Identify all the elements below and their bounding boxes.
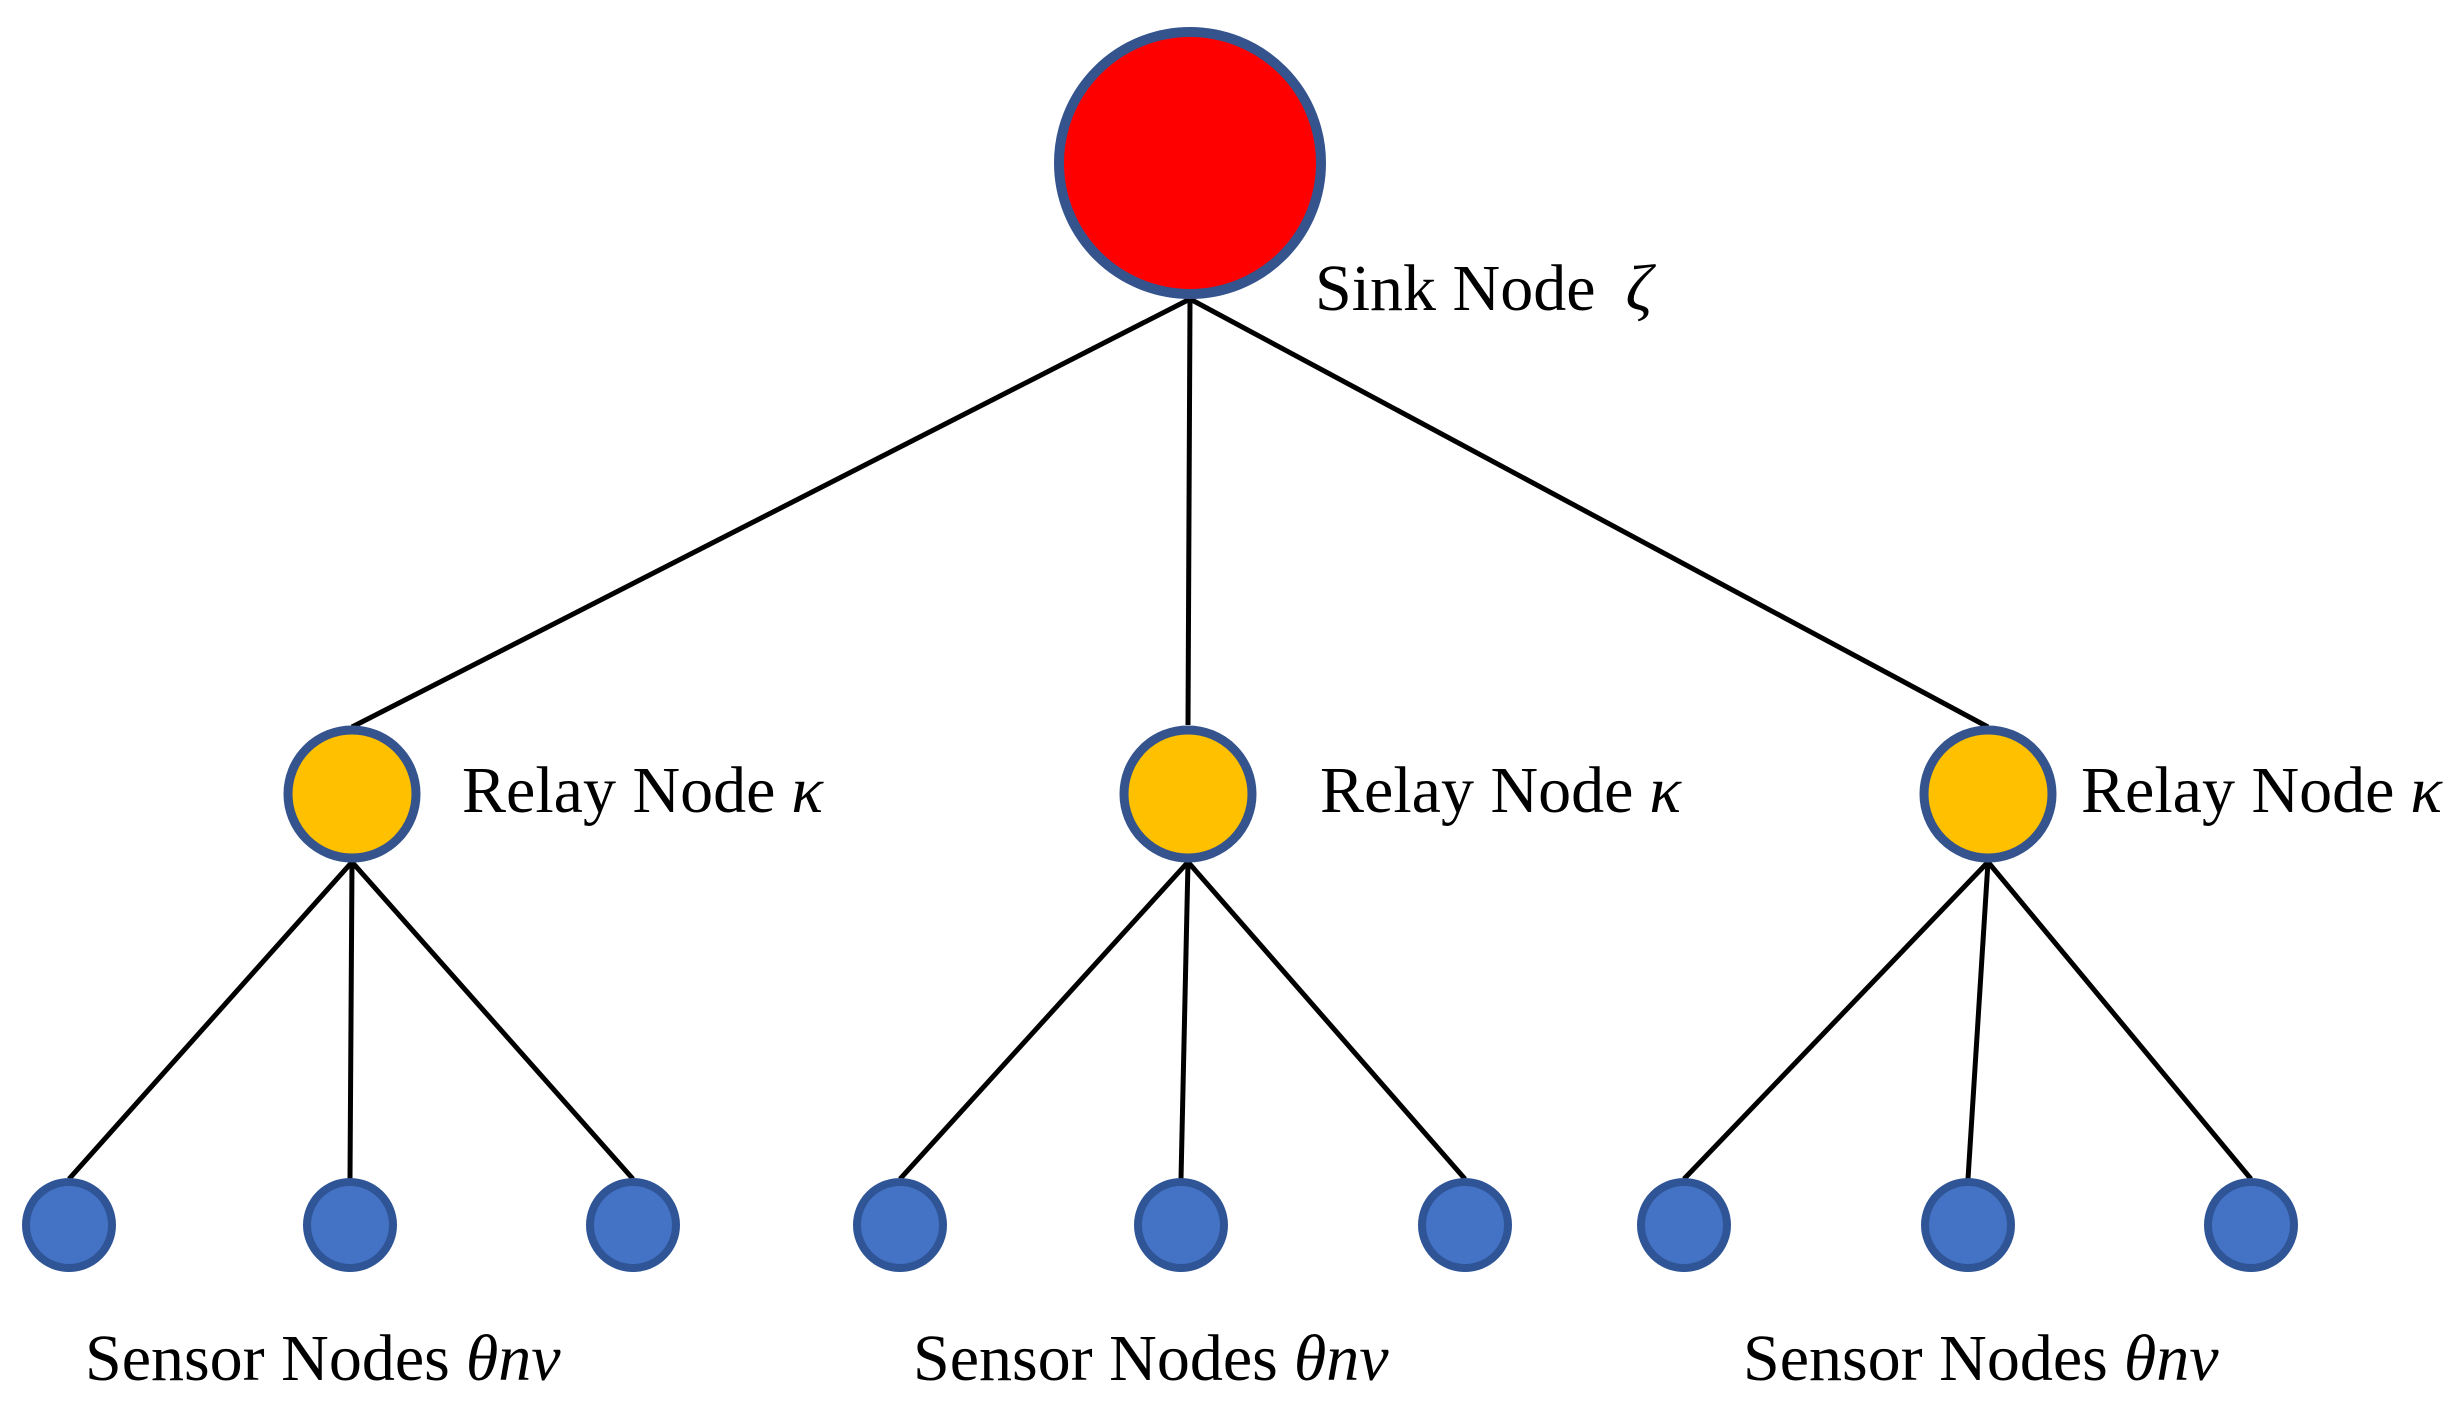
edge-sink-relay-left <box>350 296 1192 730</box>
relay-label-text: Relay Node <box>1320 754 1633 827</box>
edge-relay-sensor <box>1965 861 1991 1180</box>
edge-sink-relay-right <box>1188 296 1990 730</box>
sink-node <box>1054 27 1326 299</box>
edge-relay-sensor <box>898 860 1190 1181</box>
relay-left-sensor-edges <box>67 860 635 1181</box>
sensor-label-text: Sensor Nodes <box>913 1322 1278 1395</box>
edge-relay-sensor <box>1186 860 1467 1181</box>
relay-node-middle <box>1119 725 1257 863</box>
relay-label-symbol: κ <box>2410 754 2443 827</box>
relay-label-symbol: κ <box>791 754 824 827</box>
edge-relay-sensor <box>67 860 354 1181</box>
sensor-node <box>2204 1178 2298 1272</box>
sensor-group-middle <box>853 1178 1512 1272</box>
sensor-label-symbol: θnv <box>466 1322 561 1395</box>
relay-label-symbol: κ <box>1649 754 1682 827</box>
relay-label-text: Relay Node <box>462 754 775 827</box>
sink-relay-edges <box>350 296 1990 730</box>
sink-label-symbol: ζ <box>1626 252 1657 325</box>
sink-node-label: Sink Node ζ <box>1315 252 1657 325</box>
relay-right-sensor-edges <box>1682 860 2253 1181</box>
sensor-label-text: Sensor Nodes <box>85 1322 450 1395</box>
edge-relay-sensor <box>1682 860 1990 1181</box>
edge-relay-sensor <box>347 861 355 1180</box>
sensor-group-right <box>1637 1178 2298 1272</box>
sensor-node <box>303 1178 397 1272</box>
sensor-group-left <box>22 1178 680 1272</box>
relay-middle-sensor-edges <box>898 860 1467 1181</box>
sensor-node <box>1921 1178 2015 1272</box>
sensor-node <box>1134 1178 1228 1272</box>
sensor-node <box>22 1178 116 1272</box>
edge-relay-sensor <box>1986 860 2253 1181</box>
relay-node-left <box>283 725 421 863</box>
edge-sink-relay-middle <box>1185 298 1193 726</box>
sensor-node <box>1637 1178 1731 1272</box>
sensor-node <box>586 1178 680 1272</box>
relay-label-text: Relay Node <box>2081 754 2394 827</box>
edge-relay-sensor <box>1178 861 1191 1180</box>
sensor-label-text: Sensor Nodes <box>1743 1322 2108 1395</box>
edge-relay-sensor <box>350 860 635 1181</box>
sensor-label-symbol: θnv <box>1294 1322 1389 1395</box>
sink-label-text: Sink Node <box>1315 252 1596 325</box>
sensor-label-symbol: θnv <box>2124 1322 2219 1395</box>
sensor-node <box>1418 1178 1512 1272</box>
relay-node-right <box>1919 725 2057 863</box>
sensor-node <box>853 1178 947 1272</box>
